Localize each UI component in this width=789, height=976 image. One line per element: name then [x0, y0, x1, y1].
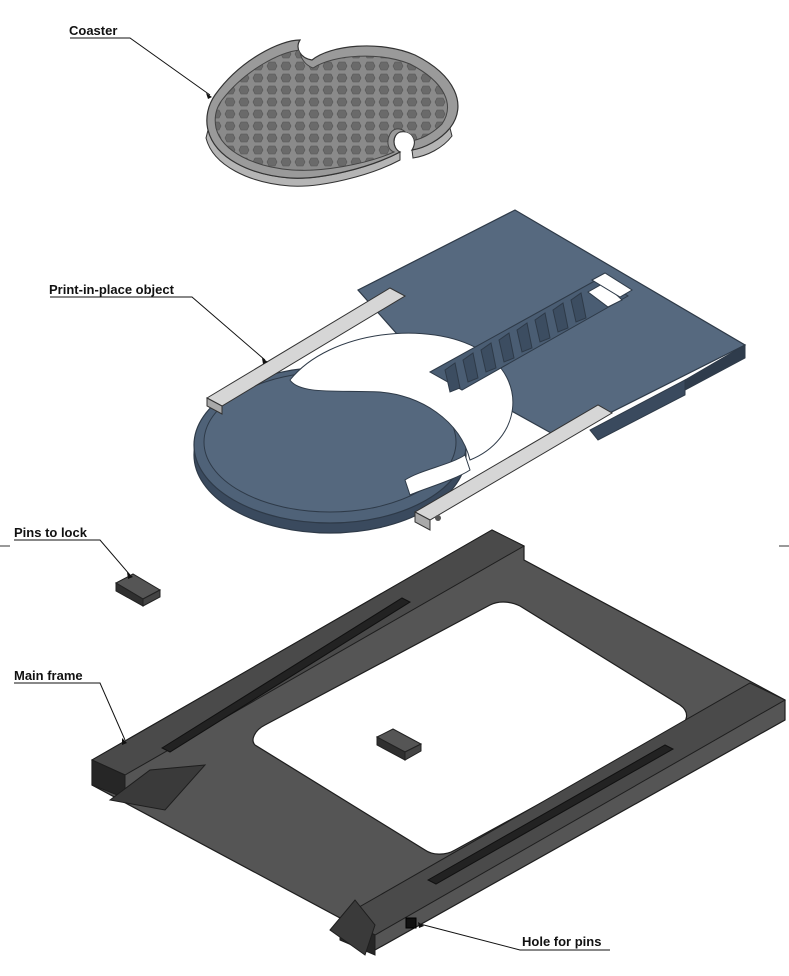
- rail-lower: [413, 404, 613, 531]
- label-coaster: Coaster: [69, 23, 118, 38]
- pin-in-frame: [375, 728, 423, 761]
- leader-main-frame: [14, 682, 126, 741]
- label-pins-to-lock: Pins to lock: [14, 525, 87, 540]
- pin-hole: [405, 917, 417, 929]
- leader-lines: [14, 37, 610, 951]
- main-frame-part: [90, 529, 787, 956]
- label-hole-for-pins: Hole for pins: [522, 934, 602, 949]
- leader-pins-to-lock: [14, 539, 131, 576]
- pin-loose: [114, 573, 162, 607]
- leader-hole-for-pins: [419, 923, 610, 951]
- coaster-part: [205, 39, 459, 187]
- label-print-in-place: Print-in-place object: [49, 282, 174, 297]
- label-main-frame: Main frame: [14, 668, 83, 683]
- rail-upper: [205, 287, 407, 415]
- print-in-place-part: [193, 209, 747, 534]
- leader-print-in-place: [50, 296, 266, 361]
- leader-coaster: [70, 37, 211, 96]
